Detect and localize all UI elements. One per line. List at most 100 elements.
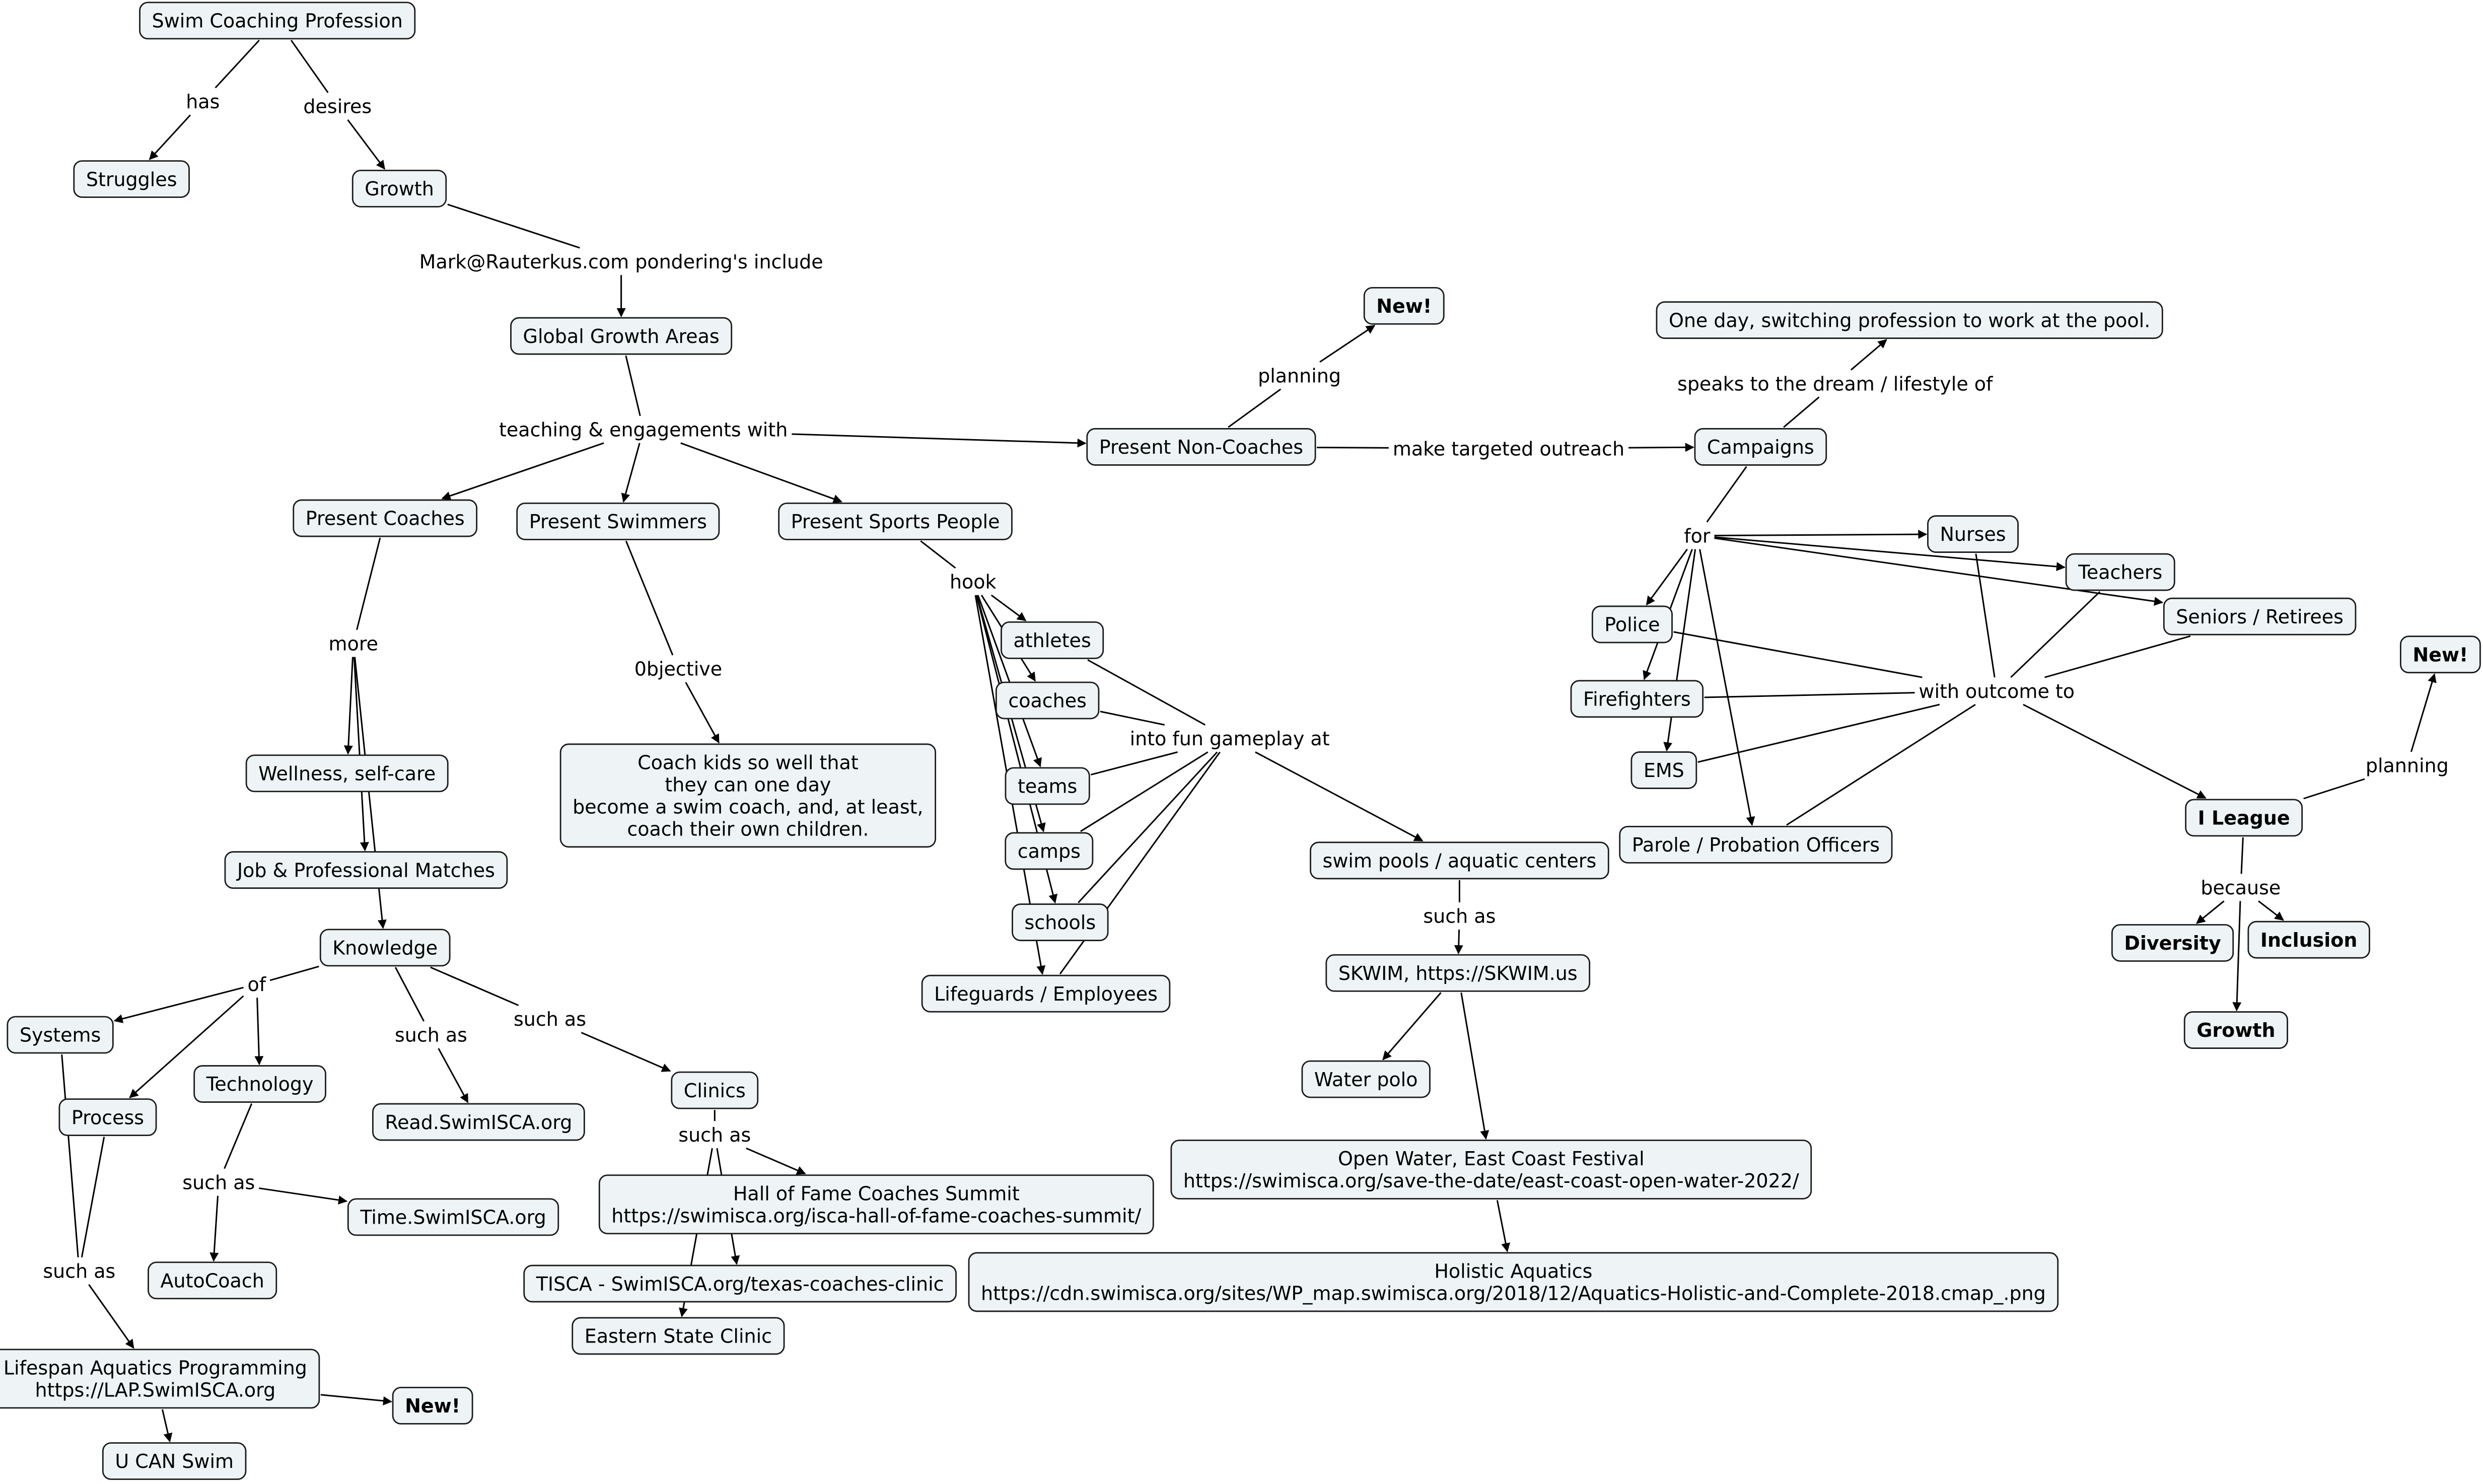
concept-label: Police bbox=[1604, 614, 1660, 636]
connector-lbl-because-to-growth-right bbox=[2232, 901, 2242, 1012]
connector-lbl-teaching-to-present-swimmers bbox=[621, 443, 641, 503]
concept-box bbox=[572, 1317, 785, 1355]
link-label-text: such as bbox=[1423, 905, 1496, 928]
connector-lbl-planning-top-to-new-top bbox=[1319, 325, 1376, 363]
concept-label: swim pools / aquatic centers bbox=[1323, 850, 1597, 872]
concept-skwim: SKWIM, https://SKWIM.us bbox=[1325, 954, 1591, 992]
concept-box bbox=[224, 851, 508, 889]
link-label-background bbox=[2363, 753, 2451, 778]
concept-job-matches: Job & Professional Matches bbox=[224, 851, 508, 889]
connector-nurses-to-lbl-outcome bbox=[1975, 553, 1996, 678]
concept-label: Clinics bbox=[684, 1080, 746, 1102]
concept-box bbox=[510, 317, 733, 355]
connector-lifespan-to-new-bottom bbox=[320, 1394, 392, 1405]
concept-athletes: athletes bbox=[1001, 621, 1104, 659]
link-label-such-as-clinics2: such as bbox=[676, 1122, 754, 1147]
connector-lbl-outreach-to-campaigns bbox=[1628, 443, 1694, 452]
concept-police: Police bbox=[1591, 605, 1673, 644]
link-label-text: Mark@Rauterkus.com pondering's include bbox=[419, 251, 823, 273]
concept-box bbox=[245, 754, 449, 793]
concept-box bbox=[1694, 428, 1827, 466]
concept-box bbox=[921, 974, 1171, 1013]
concept-box bbox=[193, 1065, 326, 1103]
concept-box bbox=[1170, 1140, 1812, 1199]
concept-label: teams bbox=[1018, 775, 1077, 798]
concept-label: Inclusion bbox=[2260, 929, 2358, 951]
connector-coaches-to-lbl-gameplay bbox=[1100, 711, 1165, 726]
link-label-text: planning bbox=[1258, 365, 1341, 387]
concept-label: Teachers bbox=[2078, 561, 2162, 584]
link-label-text: speaks to the dream / lifestyle of bbox=[1677, 373, 1994, 395]
concept-diversity: Diversity bbox=[2111, 924, 2234, 962]
link-label-text: planning bbox=[2366, 755, 2449, 777]
connector-skwim-to-water-polo bbox=[1382, 992, 1442, 1061]
concept-label: One day, switching profession to work at… bbox=[1669, 309, 2150, 331]
concept-label: Seniors / Retirees bbox=[2176, 606, 2344, 628]
connector-lbl-such-as-read-to-read-swimisca bbox=[438, 1048, 469, 1103]
link-label-text: because bbox=[2201, 877, 2281, 899]
connector-swim-coaching-to-lbl-desires bbox=[290, 40, 329, 93]
link-label-planning-right: planning bbox=[2363, 753, 2451, 778]
link-label-text: for bbox=[1684, 525, 1711, 547]
concept-box bbox=[968, 1252, 2059, 1312]
concept-label: camps bbox=[1018, 840, 1081, 863]
connector-lbl-gameplay-to-swim-pools bbox=[1255, 751, 1424, 842]
concept-label: U CAN Swim bbox=[115, 1450, 234, 1472]
concept-label: Growth bbox=[2196, 1019, 2275, 1041]
concept-label: TISCA - SwimISCA.org/texas-coaches-clini… bbox=[536, 1273, 944, 1295]
concept-label: Job & Professional Matches bbox=[236, 859, 495, 881]
connector-lbl-planning-right-to-new-right bbox=[2410, 673, 2437, 752]
link-label-text: has bbox=[186, 91, 220, 113]
connector-lbl-such-as-clinics-to-clinics bbox=[581, 1032, 671, 1072]
link-label-background bbox=[301, 94, 375, 118]
concept-schools: schools bbox=[1012, 903, 1109, 941]
concept-label: New! bbox=[405, 1395, 460, 1417]
link-label-such-as-process: such as bbox=[40, 1258, 118, 1283]
concept-label: Diversity bbox=[2124, 932, 2221, 954]
concept-box bbox=[559, 743, 937, 848]
connector-knowledge-to-lbl-such-as-clinics bbox=[430, 966, 519, 1006]
link-label-because: because bbox=[2198, 875, 2284, 900]
concept-label: Global Growth Areas bbox=[523, 325, 720, 347]
concept-box bbox=[1656, 301, 2163, 339]
connector-parole-to-lbl-outcome bbox=[1786, 703, 1976, 826]
link-label-text: teaching & engagements with bbox=[499, 419, 788, 441]
link-label-background bbox=[392, 1022, 470, 1047]
link-label-text: more bbox=[329, 632, 378, 655]
link-label-background bbox=[2198, 875, 2284, 900]
connector-lbl-of-to-technology bbox=[254, 998, 264, 1066]
concept-teachers: Teachers bbox=[2065, 553, 2175, 591]
link-label-gameplay: into fun gameplay at bbox=[1127, 726, 1332, 751]
concept-i-league: I League bbox=[2185, 799, 2303, 837]
link-label-outreach: make targeted outreach bbox=[1390, 436, 1627, 461]
concept-box bbox=[516, 502, 720, 540]
connector-open-water-to-holistic bbox=[1496, 1200, 1511, 1252]
link-label-background bbox=[676, 1122, 754, 1147]
concept-box bbox=[58, 1098, 157, 1137]
connector-lbl-has-to-struggles bbox=[149, 114, 191, 160]
link-label-background bbox=[496, 417, 791, 442]
connector-i-league-to-lbl-because bbox=[2240, 837, 2244, 874]
concept-label: Growth bbox=[365, 178, 434, 200]
link-label-desires: desires bbox=[301, 94, 375, 118]
concept-box bbox=[1005, 832, 1094, 870]
concept-knowledge: Knowledge bbox=[319, 929, 451, 967]
concept-one-day: One day, switching profession to work at… bbox=[1656, 301, 2163, 339]
link-label-background bbox=[511, 1007, 589, 1031]
connector-i-league-to-lbl-planning-right bbox=[2303, 778, 2365, 800]
concept-label: Time.SwimISCA.org bbox=[360, 1207, 546, 1229]
concept-systems: Systems bbox=[7, 1016, 114, 1054]
concept-box bbox=[1301, 1060, 1431, 1098]
connector-lbl-hook-to-athletes bbox=[990, 594, 1027, 621]
concept-box bbox=[139, 2, 416, 40]
concept-box bbox=[293, 499, 478, 537]
concept-technology: Technology bbox=[193, 1065, 326, 1103]
link-label-text: such as bbox=[678, 1124, 751, 1146]
connector-lifespan-to-u-can-swim bbox=[162, 1409, 173, 1443]
concept-inclusion: Inclusion bbox=[2247, 921, 2370, 959]
